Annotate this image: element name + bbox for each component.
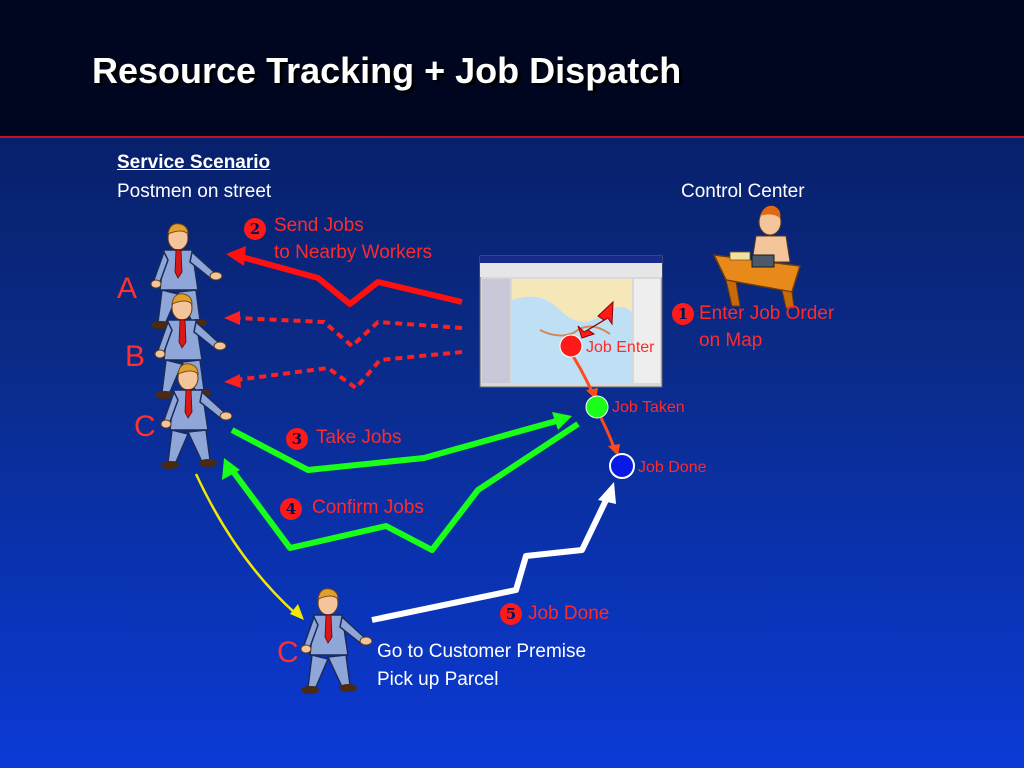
customer-line1: Go to Customer Premise [377, 641, 587, 662]
job-done-report-arrow [371, 494, 611, 623]
step-5-badge: 5 [500, 603, 522, 625]
operator-at-desk-icon [712, 205, 801, 309]
take-jobs-arrow [230, 417, 561, 473]
confirm-jobs-arrow [229, 421, 580, 553]
send-jobs-arrow-b [235, 316, 463, 349]
send-jobs-arrow-c [235, 350, 463, 391]
map-window-screenshot [479, 255, 663, 388]
job-done-label: Job Done [638, 459, 707, 476]
worker-b-label: B [125, 340, 146, 373]
send-jobs-arrow-a [237, 253, 463, 307]
step-1-badge: 1 [672, 303, 694, 325]
step-3-badge: 3 [286, 428, 308, 450]
slide-title: Resource Tracking + Job Dispatch [92, 50, 682, 91]
step-2-line2: to Nearby Workers [274, 242, 433, 263]
control-center-label: Control Center [681, 181, 805, 202]
worker-c-customer-figure [300, 587, 373, 695]
step-1-label: Enter Job Order on Map [699, 300, 834, 354]
scenario-heading: Service Scenario [117, 152, 271, 173]
step-3-label: Take Jobs [316, 427, 402, 448]
job-enter-pointer [577, 300, 614, 339]
title-divider [0, 136, 1024, 138]
scenario-subheading: Postmen on street [117, 181, 272, 202]
customer-line2: Pick up Parcel [377, 669, 499, 690]
taken-to-done-arrow [599, 417, 616, 449]
job-enter-label: Job Enter [586, 339, 655, 356]
worker-a-label: A [117, 272, 138, 305]
step-4-badge: 4 [280, 498, 302, 520]
worker-c-customer-label: C [277, 636, 299, 669]
step-2-line1: Send Jobs [274, 215, 364, 236]
step-4-label: Confirm Jobs [312, 497, 424, 518]
enter-to-taken-arrow [571, 355, 594, 393]
job-taken-label: Job Taken [612, 399, 685, 416]
customer-description: Go to Customer Premise Pick up Parcel [377, 638, 586, 694]
job-enter-dot [559, 334, 583, 358]
worker-c-label: C [134, 410, 156, 443]
travel-to-customer-arrow [194, 473, 297, 615]
title-bar [0, 0, 1024, 136]
job-taken-dot [585, 395, 609, 419]
step-2-label: Send Jobs to Nearby Workers [274, 212, 432, 266]
step-5-label: Job Done [528, 603, 610, 624]
step-2-badge: 2 [244, 218, 266, 240]
job-done-dot [609, 453, 635, 479]
step-1-line2: on Map [699, 330, 763, 351]
step-1-line1: Enter Job Order [699, 303, 835, 324]
